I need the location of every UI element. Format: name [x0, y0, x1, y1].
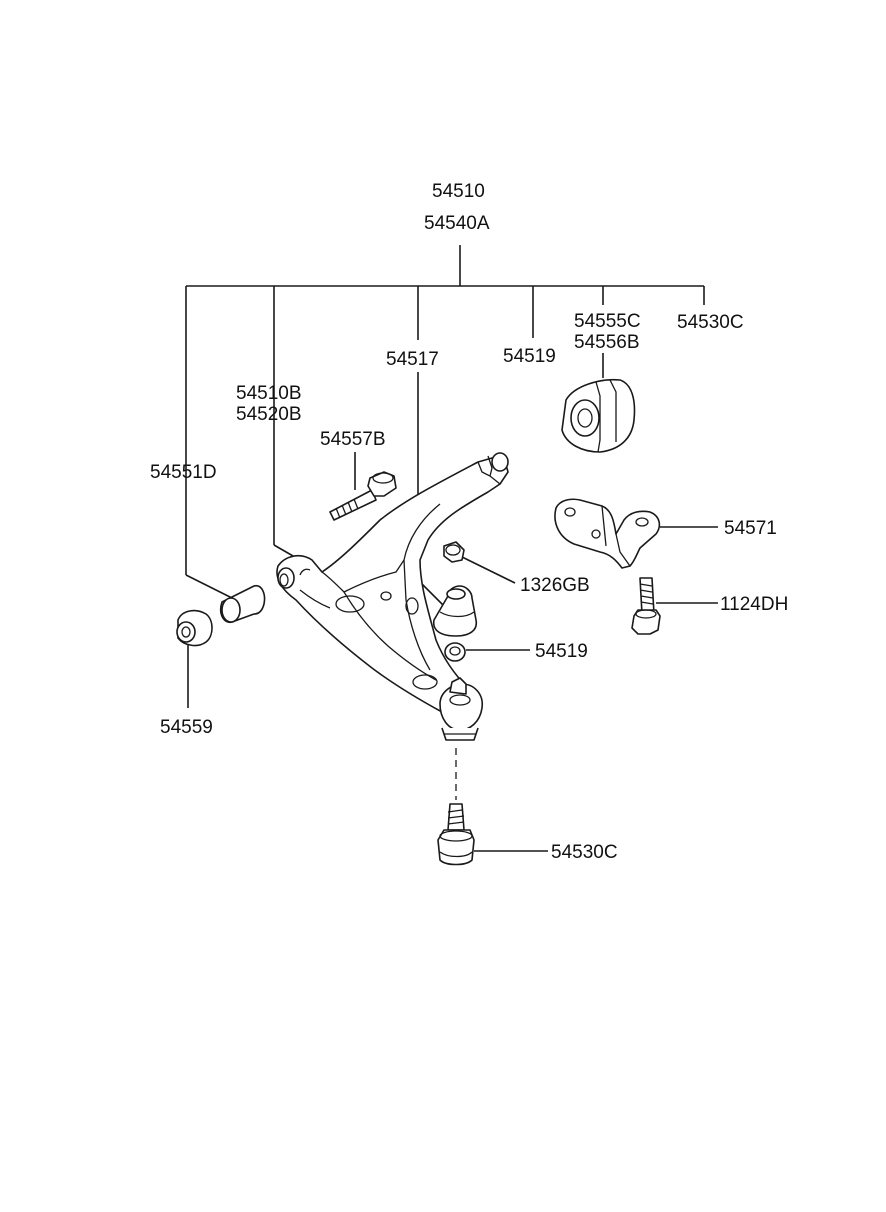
- ball-joint-ring: [444, 642, 466, 662]
- label-front-bushing: 54551D: [150, 462, 217, 483]
- callout-tree-lines: [185, 245, 705, 613]
- label-front-bolt: 54557B: [320, 429, 386, 450]
- label-dust-cover: 54517: [386, 349, 439, 370]
- rear-bushing: [561, 378, 636, 453]
- front-bushing: [219, 584, 266, 624]
- label-nut: 1326GB: [520, 575, 590, 596]
- label-ball-joint-top: 54519: [503, 346, 556, 367]
- dust-cover: [432, 585, 478, 637]
- label-assembly-2: 54540A: [424, 213, 490, 234]
- lower-ball-joint: [437, 748, 475, 866]
- label-assembly-1: 54510: [432, 181, 485, 202]
- nut: [443, 541, 465, 563]
- label-washer: 54559: [160, 717, 213, 738]
- leader-lines: [187, 452, 718, 852]
- label-ball-joint-ring: 54519: [535, 641, 588, 662]
- front-bolt: [329, 471, 397, 521]
- label-arm-2: 54520B: [236, 404, 302, 425]
- label-bushing-a: 54555C: [574, 311, 641, 332]
- callout-labels: 54510 54540A 54555C 54556B 54530C 54517 …: [150, 181, 788, 863]
- washer: [176, 609, 213, 647]
- label-bracket: 54571: [724, 518, 777, 539]
- bracket-bolt: [631, 577, 661, 635]
- lower-control-arm: [276, 452, 509, 715]
- label-bracket-bolt: 1124DH: [720, 594, 788, 615]
- bracket: [554, 498, 661, 569]
- arm-ball-joint: [439, 677, 484, 741]
- label-ball-joint-bottom: 54530C: [551, 842, 618, 863]
- label-arm-1: 54510B: [236, 383, 302, 404]
- label-bracket-bolt-top: 54530C: [677, 312, 744, 333]
- label-bushing-b: 54556B: [574, 332, 640, 353]
